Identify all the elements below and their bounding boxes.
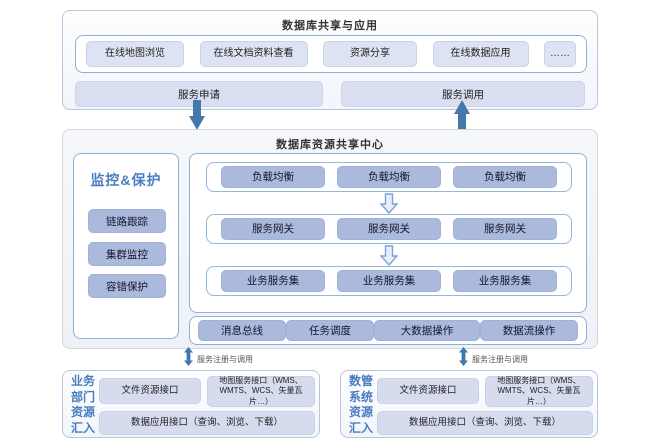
app-online-data: 在线数据应用 [432,41,529,67]
file-resource-api: 文件资源接口 [377,378,479,404]
title-line: 资源 [348,405,373,419]
panel-vertical-title: 业务 部门 资源 汇入 [69,374,97,436]
bus-bigdata-ops: 大数据操作 [374,320,480,341]
bus-task-scheduling: 任务调度 [286,320,374,341]
register-label: 服务注册与调用 [472,354,528,364]
monitor-protect-panel: 监控&保护 链路跟踪 集群监控 容错保护 [73,153,179,339]
data-app-api: 数据应用接口（查询、浏览、下载） [377,411,593,435]
middle-section-title: 数据库资源共享中心 [276,139,384,151]
top-section-title: 数据库共享与应用 [282,20,378,32]
monitor-item-link-trace: 链路跟踪 [88,209,166,233]
hollow-arrow-down-icon [379,193,399,219]
business-service-node: 业务服务集 [337,270,441,292]
title-line: 系统 [348,389,373,404]
map-service-api: 地图服务接口（WMS、WMTS、WCS、矢量瓦片…） [485,376,593,407]
panel-business-dept-resources: 业务 部门 资源 汇入 文件资源接口 地图服务接口（WMS、WMTS、WCS、矢… [62,370,320,438]
section-db-sharing-apps: 数据库共享与应用 在线地图浏览 在线文档资料查看 资源分享 在线数据应用 …… … [62,10,598,110]
app-online-map: 在线地图浏览 [86,41,184,67]
load-balancer-node: 负载均衡 [337,166,441,188]
bus-datastream-ops: 数据流操作 [480,320,578,341]
bus-row: 消息总线 任务调度 大数据操作 数据流操作 [189,316,587,345]
double-arrow-icon [459,347,468,371]
map-service-api: 地图服务接口（WMS、WMTS、WCS、矢量瓦片…） [207,376,315,407]
load-balancer-node: 负载均衡 [453,166,557,188]
service-gateway-node: 服务网关 [221,218,325,240]
title-line: 汇入 [348,420,373,435]
hollow-arrow-down-icon [379,245,399,271]
business-service-node: 业务服务集 [453,270,557,292]
service-gateway-node: 服务网关 [337,218,441,240]
service-gateway-node: 服务网关 [453,218,557,240]
business-service-node: 业务服务集 [221,270,325,292]
register-label: 服务注册与调用 [197,354,253,364]
bus-message: 消息总线 [198,320,286,341]
data-app-api: 数据应用接口（查询、浏览、下载） [99,411,315,435]
monitor-item-fault-tolerance: 容错保护 [88,274,166,298]
panel-vertical-title: 数管 系统 资源 汇入 [347,374,375,436]
panel-datamgmt-system-resources: 数管 系统 资源 汇入 文件资源接口 地图服务接口（WMS、WMTS、WCS、矢… [340,370,598,438]
app-resource-share: 资源分享 [323,41,417,67]
apps-row: 在线地图浏览 在线文档资料查看 资源分享 在线数据应用 …… [75,35,587,73]
register-connector-right: 服务注册与调用 [459,347,528,371]
service-gateway-row: 服务网关 服务网关 服务网关 [206,214,572,244]
title-line: 汇入 [70,420,95,435]
app-ellipsis: …… [544,41,576,67]
title-line: 资源 [70,405,95,419]
business-service-row: 业务服务集 业务服务集 业务服务集 [206,266,572,296]
file-resource-api: 文件资源接口 [99,378,201,404]
monitor-panel-title: 监控&保护 [90,172,162,188]
app-online-docs: 在线文档资料查看 [199,41,308,67]
service-stack-panel: 负载均衡 负载均衡 负载均衡 服务网关 服务网关 服务网关 业务服务集 业务服务… [189,153,587,313]
register-connector-left: 服务注册与调用 [184,347,253,371]
title-line: 业务 [70,374,95,388]
title-line: 部门 [70,389,95,404]
double-arrow-icon [184,347,193,371]
title-line: 数管 [348,374,373,388]
arrow-up-icon [454,100,470,135]
load-balancer-node: 负载均衡 [221,166,325,188]
section-resource-center: 数据库资源共享中心 监控&保护 链路跟踪 集群监控 容错保护 负载均衡 负载均衡… [62,129,598,349]
load-balancer-row: 负载均衡 负载均衡 负载均衡 [206,162,572,192]
monitor-item-cluster-monitor: 集群监控 [88,242,166,266]
arrow-down-icon [189,100,205,135]
